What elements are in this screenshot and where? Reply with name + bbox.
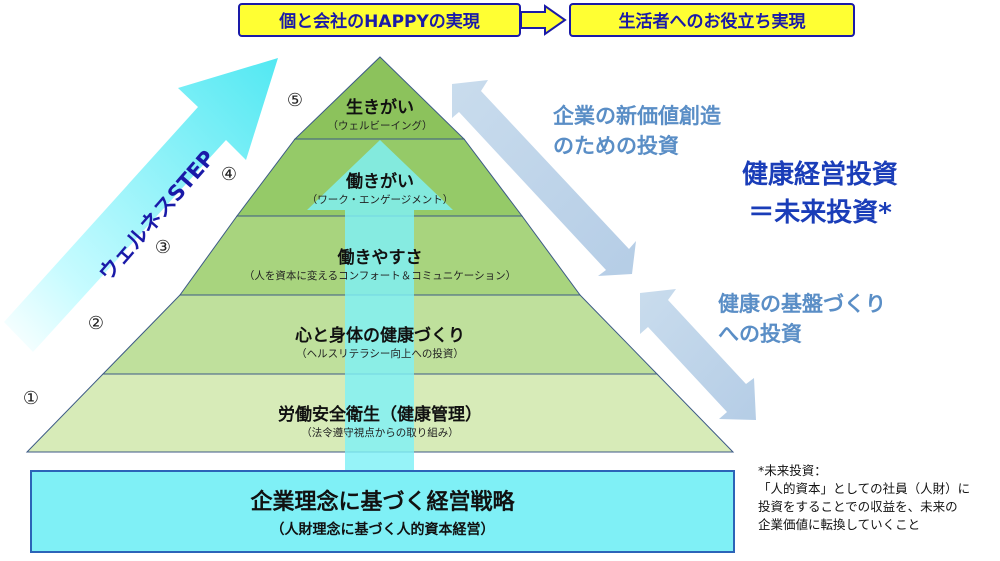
foundation-line-2: への投資 — [718, 322, 802, 346]
health-investment-line-1: 健康経営投資 — [741, 160, 898, 190]
health-investment-line-2: ＝未来投資* — [748, 198, 892, 228]
base-strategy-box: 企業理念に基づく経営戦略 （人財理念に基づく人的資本経営） — [30, 470, 735, 553]
health-management-investment-text: 健康経営投資 ＝未来投資* — [695, 156, 945, 232]
lower-double-arrow — [640, 289, 756, 420]
step-number-3: ③ — [154, 237, 172, 258]
inner-growth-arrow — [307, 140, 453, 470]
new-value-line-1: 企業の新価値創造 — [553, 104, 721, 128]
level-2-subtitle: （ヘルスリテラシー向上への投資） — [296, 348, 464, 360]
top-boxes-arrow — [520, 4, 567, 36]
new-value-investment-text: 企業の新価値創造 のための投資 — [553, 101, 721, 161]
top-box-happy: 個と会社のHAPPYの実現 — [238, 3, 521, 37]
step-number-4: ④ — [220, 164, 238, 185]
health-foundation-investment-text: 健康の基盤づくり への投資 — [718, 289, 886, 349]
level-1-title: 労働安全衛生（健康管理） — [278, 405, 482, 425]
step-number-2: ② — [87, 313, 105, 334]
note-line-1: *未来投資： — [758, 463, 827, 478]
step-number-1: ① — [22, 388, 40, 409]
base-subtitle: （人財理念に基づく人的資本経営） — [270, 522, 495, 538]
level-4-subtitle: （ワーク・エンゲージメント） — [306, 194, 454, 206]
foundation-line-1: 健康の基盤づくり — [718, 292, 886, 316]
pyramid-band-5 — [293, 56, 466, 140]
new-value-line-2: のための投資 — [553, 134, 679, 158]
level-3-subtitle: （人を資本に変えるコンフォート＆コミュニケーション） — [243, 270, 517, 282]
level-3-title: 働きやすさ — [337, 248, 423, 268]
wellness-step-arrow — [4, 58, 278, 352]
future-investment-note: *未来投資： 「人的資本」としての社員（人財）に 投資をすることでの収益を、未来… — [758, 462, 970, 534]
level-5-title: 生きがい — [346, 98, 414, 118]
top-box-contribution: 生活者へのお役立ち実現 — [569, 3, 855, 37]
level-2-title: 心と身体の健康づくり — [295, 326, 465, 346]
step-number-5: ⑤ — [286, 90, 304, 111]
level-5-subtitle: （ウェルビーイング） — [327, 120, 433, 132]
level-1-subtitle: （法令遵守視点からの取り組み） — [301, 427, 459, 439]
note-line-4: 企業価値に転換していくこと — [758, 517, 921, 532]
base-title: 企業理念に基づく経営戦略 — [250, 490, 515, 515]
note-line-2: 「人的資本」としての社員（人財）に — [758, 481, 971, 496]
note-line-3: 投資をすることでの収益を、未来の — [758, 499, 958, 514]
upper-double-arrow — [452, 80, 636, 276]
level-4-title: 働きがい — [346, 172, 414, 192]
